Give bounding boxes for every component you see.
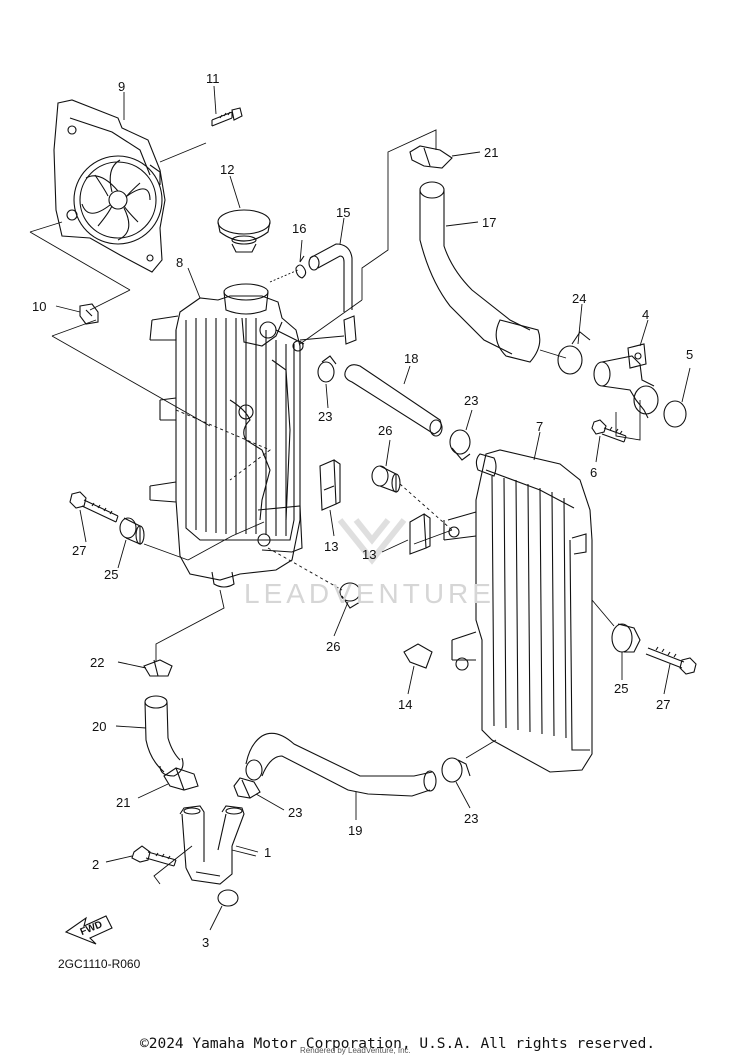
callout-20[interactable]: 20 — [92, 719, 107, 734]
callout-6[interactable]: 6 — [590, 465, 598, 480]
o-ring — [663, 400, 687, 428]
hose-clamp — [143, 659, 173, 677]
callout-23-middle[interactable]: 23 — [464, 393, 479, 408]
bolt — [591, 419, 627, 443]
callout-23-lower-left[interactable]: 23 — [288, 805, 303, 820]
grommet-collar — [339, 582, 361, 609]
callout-27-left[interactable]: 27 — [72, 543, 87, 558]
bolt — [645, 646, 697, 675]
callout-5[interactable]: 5 — [686, 347, 694, 362]
callout-2[interactable]: 2 — [92, 857, 100, 872]
leader-lines — [55, 85, 691, 931]
bolt — [69, 491, 119, 523]
callout-26-lower[interactable]: 26 — [326, 639, 341, 654]
callout-25-right[interactable]: 25 — [614, 681, 629, 696]
rubber-grommet — [611, 623, 641, 653]
thermostat-fitting — [593, 343, 659, 419]
callout-12[interactable]: 12 — [220, 162, 235, 177]
leadventure-watermark-logo — [337, 518, 407, 565]
short-hose — [344, 364, 443, 437]
rubber-mount-bracket — [319, 459, 341, 511]
radiator-cap — [217, 209, 271, 253]
callout-22[interactable]: 22 — [90, 655, 105, 670]
diagram-code: 2GC1110-R060 — [58, 957, 141, 971]
callout-1[interactable]: 1 — [264, 845, 272, 860]
callout-3[interactable]: 3 — [202, 935, 210, 950]
left-radiator — [149, 283, 305, 588]
hose-clip-small — [295, 255, 307, 279]
callout-17[interactable]: 17 — [482, 215, 497, 230]
bolt — [131, 845, 177, 867]
rubber-pad — [403, 643, 433, 669]
water-pump-fitting — [179, 805, 245, 885]
clip-nut — [79, 303, 99, 325]
hose-clamp — [233, 777, 261, 799]
rendered-by-credit: Rendered by LeadVenture, Inc. — [300, 1046, 411, 1055]
right-radiator — [443, 449, 593, 773]
callout-11[interactable]: 11 — [206, 71, 220, 86]
hose-clamp — [317, 355, 337, 383]
hose-clamp — [449, 429, 471, 461]
callout-13-right[interactable]: 13 — [362, 547, 377, 562]
overflow-hose — [308, 243, 353, 312]
callout-15[interactable]: 15 — [336, 205, 351, 220]
callout-8[interactable]: 8 — [176, 255, 184, 270]
callout-16[interactable]: 16 — [292, 221, 307, 236]
callout-10[interactable]: 10 — [32, 299, 47, 314]
callout-4[interactable]: 4 — [642, 307, 650, 322]
hose-clamp — [441, 757, 471, 783]
copyright-notice: ©2024 Yamaha Motor Corporation, U.S.A. A… — [140, 1036, 656, 1052]
callout-26-upper[interactable]: 26 — [378, 423, 393, 438]
callout-27-right[interactable]: 27 — [656, 697, 671, 712]
callout-23-lower-right[interactable]: 23 — [464, 811, 479, 826]
callout-19[interactable]: 19 — [348, 823, 363, 838]
bolt — [211, 107, 243, 127]
hose-clamp — [409, 145, 453, 169]
callout-24[interactable]: 24 — [572, 291, 587, 306]
lower-hose-short — [144, 695, 184, 777]
upper-radiator-hose — [419, 181, 541, 363]
callout-21-lower[interactable]: 21 — [116, 795, 131, 810]
forward-direction-arrow: FWD — [64, 915, 113, 945]
rubber-grommet — [119, 517, 145, 545]
callout-9[interactable]: 9 — [118, 79, 126, 94]
callout-14[interactable]: 14 — [398, 697, 413, 712]
callout-25-left[interactable]: 25 — [104, 567, 119, 582]
o-ring — [217, 889, 239, 907]
callout-13-left[interactable]: 13 — [324, 539, 339, 554]
fan-shroud — [53, 99, 166, 273]
callout-18[interactable]: 18 — [404, 351, 419, 366]
callout-21-top[interactable]: 21 — [484, 145, 499, 160]
callout-7[interactable]: 7 — [536, 419, 544, 434]
rubber-mount-bracket — [409, 513, 431, 555]
callout-23-upper[interactable]: 23 — [318, 409, 333, 424]
hose-clamp — [163, 767, 199, 791]
watermark-text: LEADVENTURE — [244, 578, 495, 609]
lower-radiator-hose — [245, 732, 437, 797]
grommet-collar — [371, 465, 401, 493]
hose-clamp — [557, 331, 591, 375]
